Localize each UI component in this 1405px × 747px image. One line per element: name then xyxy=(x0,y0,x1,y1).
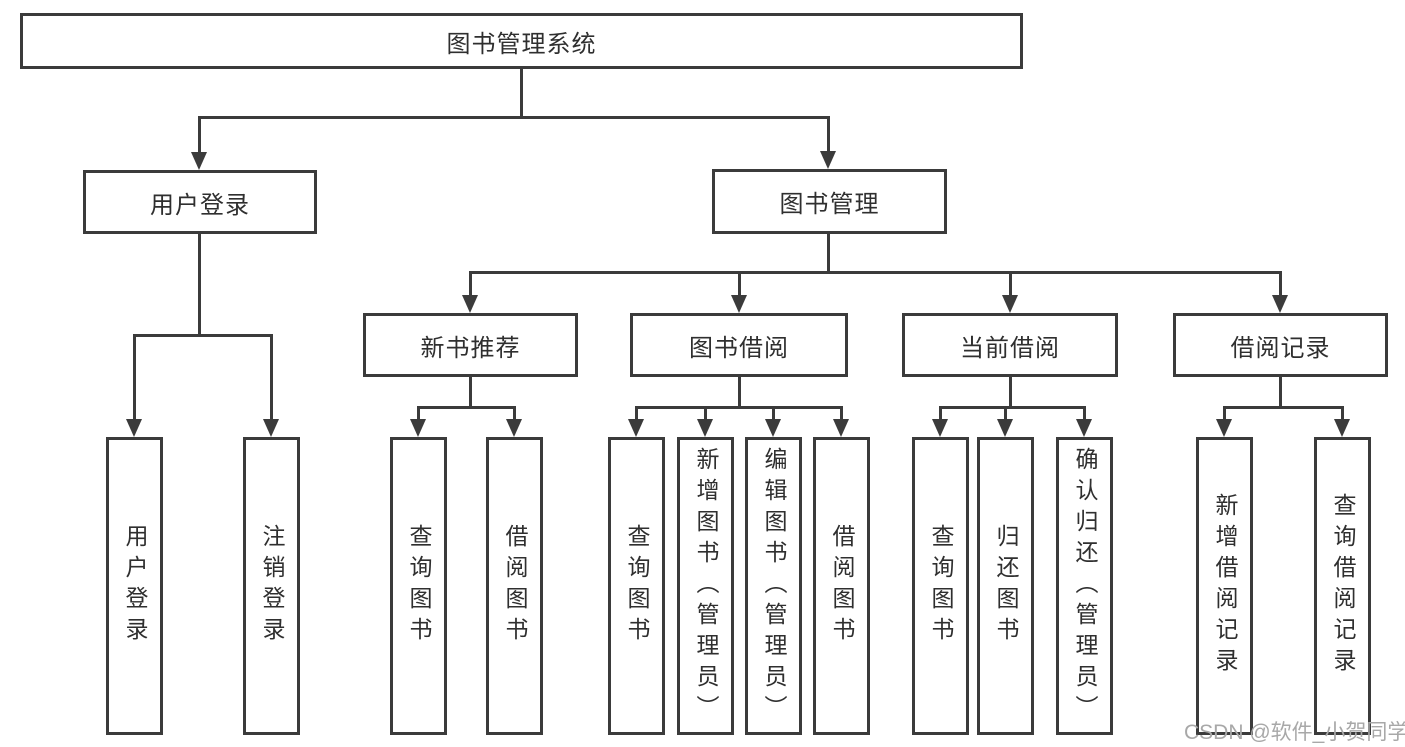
leaf-query-book-recommend: 查询图书 xyxy=(390,437,447,735)
connector-line xyxy=(738,376,741,409)
leaf-add-book-admin: 新增图书（管理员） xyxy=(677,437,734,735)
connector-line xyxy=(840,406,843,421)
leaf-label: 新增图书（管理员） xyxy=(693,446,719,726)
connector-line xyxy=(635,406,843,409)
leaf-label: 用户登录 xyxy=(122,524,148,648)
node-book-borrow: 图书借阅 xyxy=(630,313,848,377)
leaf-query-borrow-record: 查询借阅记录 xyxy=(1314,437,1371,735)
connector-line xyxy=(1341,406,1344,421)
connector-line xyxy=(520,68,523,118)
node-user-login: 用户登录 xyxy=(83,170,317,234)
connector-line xyxy=(738,271,741,297)
connector-line xyxy=(827,233,830,274)
connector-line xyxy=(469,271,472,297)
node-library-management-system: 图书管理系统 xyxy=(20,13,1023,69)
arrowhead-icon xyxy=(263,419,279,437)
leaf-label: 查询图书 xyxy=(928,524,954,648)
arrowhead-icon xyxy=(697,419,713,437)
leaf-add-borrow-record: 新增借阅记录 xyxy=(1196,437,1253,735)
leaf-label: 注销登录 xyxy=(259,524,285,648)
arrowhead-icon xyxy=(126,419,142,437)
connector-line xyxy=(198,116,830,119)
connector-line xyxy=(1009,376,1012,409)
leaf-query-book-current: 查询图书 xyxy=(912,437,969,735)
arrowhead-icon xyxy=(1334,419,1350,437)
connector-line xyxy=(133,334,273,337)
node-label: 当前借阅 xyxy=(960,334,1060,362)
node-book-management: 图书管理 xyxy=(712,169,947,234)
leaf-edit-book-admin: 编辑图书（管理员） xyxy=(745,437,802,735)
node-label: 图书借阅 xyxy=(689,334,789,362)
leaf-label: 新增借阅记录 xyxy=(1212,493,1238,679)
connector-line xyxy=(939,406,942,421)
connector-line xyxy=(1223,406,1226,421)
arrowhead-icon xyxy=(820,151,836,169)
node-label: 新书推荐 xyxy=(420,334,521,362)
leaf-label: 归还图书 xyxy=(993,524,1019,648)
connector-line xyxy=(1223,406,1344,409)
arrowhead-icon xyxy=(191,152,207,170)
leaf-label: 借阅图书 xyxy=(502,524,528,648)
arrowhead-icon xyxy=(462,295,478,313)
connector-line xyxy=(417,406,420,421)
arrowhead-icon xyxy=(628,419,644,437)
connector-line xyxy=(198,116,201,154)
arrowhead-icon xyxy=(765,419,781,437)
leaf-label: 查询图书 xyxy=(406,524,432,648)
connector-line xyxy=(469,376,472,409)
node-label: 用户登录 xyxy=(150,191,250,219)
arrowhead-icon xyxy=(932,419,948,437)
connector-line xyxy=(1009,271,1012,297)
arrowhead-icon xyxy=(1216,419,1232,437)
node-label: 图书管理系统 xyxy=(446,30,597,58)
arrowhead-icon xyxy=(1076,419,1092,437)
connector-line xyxy=(417,406,516,409)
csdn-watermark: CSDN @软件_小贺同学 xyxy=(1184,721,1405,744)
connector-line xyxy=(198,233,201,337)
connector-line xyxy=(469,271,1282,274)
leaf-return-book: 归还图书 xyxy=(977,437,1034,735)
connector-line xyxy=(270,334,273,421)
leaf-label: 查询借阅记录 xyxy=(1330,493,1356,679)
connector-line xyxy=(133,334,136,421)
node-label: 图书管理 xyxy=(779,191,880,218)
arrowhead-icon xyxy=(506,419,522,437)
leaf-label: 查询图书 xyxy=(624,524,650,648)
leaf-label: 编辑图书（管理员） xyxy=(761,446,787,726)
connector-line xyxy=(635,406,638,421)
leaf-label: 确认归还（管理员） xyxy=(1072,446,1098,726)
node-label: 借阅记录 xyxy=(1230,334,1331,362)
node-borrow-records: 借阅记录 xyxy=(1173,313,1388,377)
arrowhead-icon xyxy=(410,419,426,437)
connector-line xyxy=(704,406,707,421)
connector-line xyxy=(1004,406,1007,421)
connector-line xyxy=(1279,271,1282,297)
arrowhead-icon xyxy=(833,419,849,437)
connector-line xyxy=(1279,376,1282,409)
arrowhead-icon xyxy=(1002,295,1018,313)
connector-line xyxy=(939,406,1086,409)
node-new-book-recommend: 新书推荐 xyxy=(363,313,578,377)
leaf-confirm-return-admin: 确认归还（管理员） xyxy=(1056,437,1113,735)
node-current-borrow: 当前借阅 xyxy=(902,313,1118,377)
arrowhead-icon xyxy=(731,295,747,313)
leaf-logout: 注销登录 xyxy=(243,437,300,735)
leaf-user-login: 用户登录 xyxy=(106,437,163,735)
leaf-query-book-borrow: 查询图书 xyxy=(608,437,665,735)
connector-line xyxy=(772,406,775,421)
connector-line xyxy=(827,116,830,153)
leaf-borrow-book: 借阅图书 xyxy=(813,437,870,735)
arrowhead-icon xyxy=(1272,295,1288,313)
connector-line xyxy=(513,406,516,421)
leaf-borrow-book-recommend: 借阅图书 xyxy=(486,437,543,735)
connector-line xyxy=(1083,406,1086,421)
leaf-label: 借阅图书 xyxy=(829,524,855,648)
arrowhead-icon xyxy=(997,419,1013,437)
